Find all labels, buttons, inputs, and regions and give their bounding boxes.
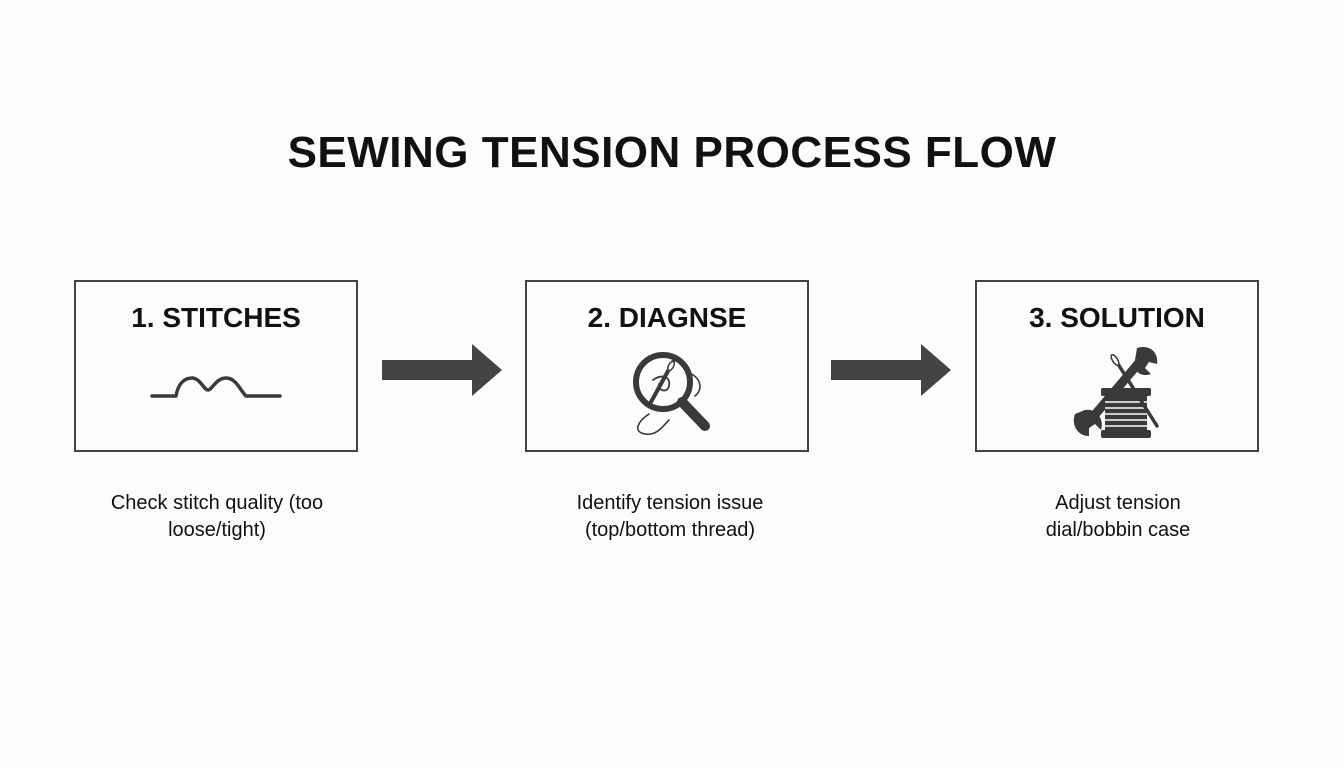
caption-line: Check stitch quality (too (110, 492, 324, 514)
step-box-diagnose: 2. DIAGNSE (525, 280, 809, 452)
caption-line: dial/bobbin case (1045, 519, 1191, 541)
step-heading: 3. SOLUTION (1029, 302, 1205, 333)
caption-line: Identify tension issue (576, 492, 764, 514)
step-box-stitches: 1. STITCHES (74, 280, 358, 452)
wrench-spool-icon (977, 344, 1257, 444)
step-heading: 2. DIAGNSE (587, 302, 747, 333)
arrow-right-icon (382, 344, 502, 401)
caption-line: loose/tight) (168, 519, 266, 541)
caption-line: (top/bottom thread) (584, 519, 756, 541)
step-heading: 1. STITCHES (131, 302, 301, 333)
magnifier-needle-icon (527, 344, 807, 444)
wavy-stitch-icon (76, 344, 356, 444)
arrow-right-icon (831, 344, 951, 401)
page-title: SEWING TENSION PROCESS FLOW (287, 128, 1057, 177)
step-caption-diagnose: Identify tension issue (top/bottom threa… (520, 490, 820, 544)
step-box-solution: 3. SOLUTION (975, 280, 1259, 452)
caption-line: Adjust tension (1055, 492, 1181, 514)
step-caption-solution: Adjust tension dial/bobbin case (968, 490, 1268, 544)
step-caption-stitches: Check stitch quality (too loose/tight) (67, 490, 367, 544)
